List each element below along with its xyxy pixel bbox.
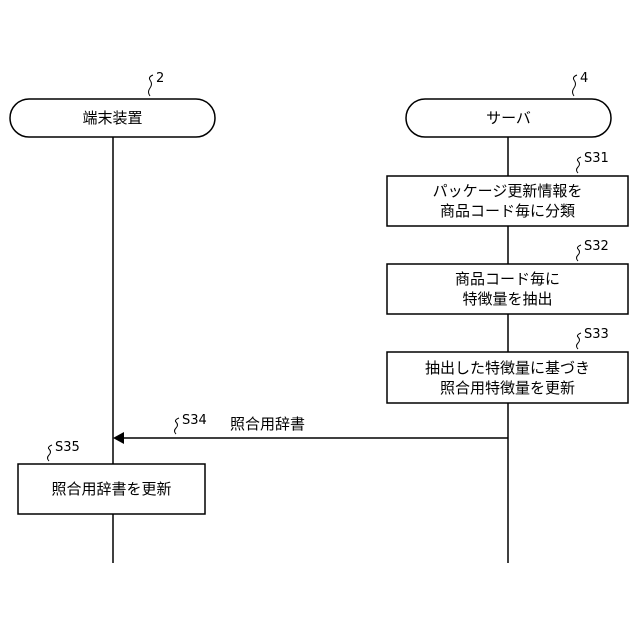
server-ref-leader	[573, 75, 578, 96]
s35-id: S35	[55, 441, 80, 455]
s33-line2: 照合用特徴量を更新	[440, 378, 575, 398]
s35-ref-leader	[48, 445, 53, 461]
s34-ref-leader	[175, 418, 180, 434]
s33-text: 抽出した特徴量に基づき 照合用特徴量を更新	[387, 352, 628, 403]
s34-message-label: 照合用辞書	[230, 414, 305, 434]
terminal-ref-leader	[149, 75, 154, 96]
s32-line1: 商品コード毎に	[455, 269, 560, 289]
s31-id: S31	[584, 152, 609, 166]
s33-line1: 抽出した特徴量に基づき	[425, 358, 590, 378]
s31-line1: パッケージ更新情報を	[433, 181, 583, 201]
terminal-label: 端末装置	[10, 108, 215, 128]
s35-text: 照合用辞書を更新	[18, 464, 205, 514]
s32-id: S32	[584, 240, 609, 254]
terminal-ref-number: 2	[156, 72, 164, 86]
s31-text: パッケージ更新情報を 商品コード毎に分類	[387, 176, 628, 226]
s33-ref-leader	[577, 333, 582, 349]
s35-line: 照合用辞書を更新	[51, 479, 171, 499]
s34-id: S34	[182, 414, 207, 428]
s34-arrowhead	[113, 432, 124, 444]
s31-ref-leader	[577, 157, 582, 173]
s32-text: 商品コード毎に 特徴量を抽出	[387, 264, 628, 314]
s33-id: S33	[584, 328, 609, 342]
s31-line2: 商品コード毎に分類	[440, 201, 575, 221]
server-label: サーバ	[406, 108, 611, 128]
s32-ref-leader	[577, 245, 582, 261]
server-ref-number: 4	[580, 72, 588, 86]
s32-line2: 特徴量を抽出	[462, 289, 552, 309]
